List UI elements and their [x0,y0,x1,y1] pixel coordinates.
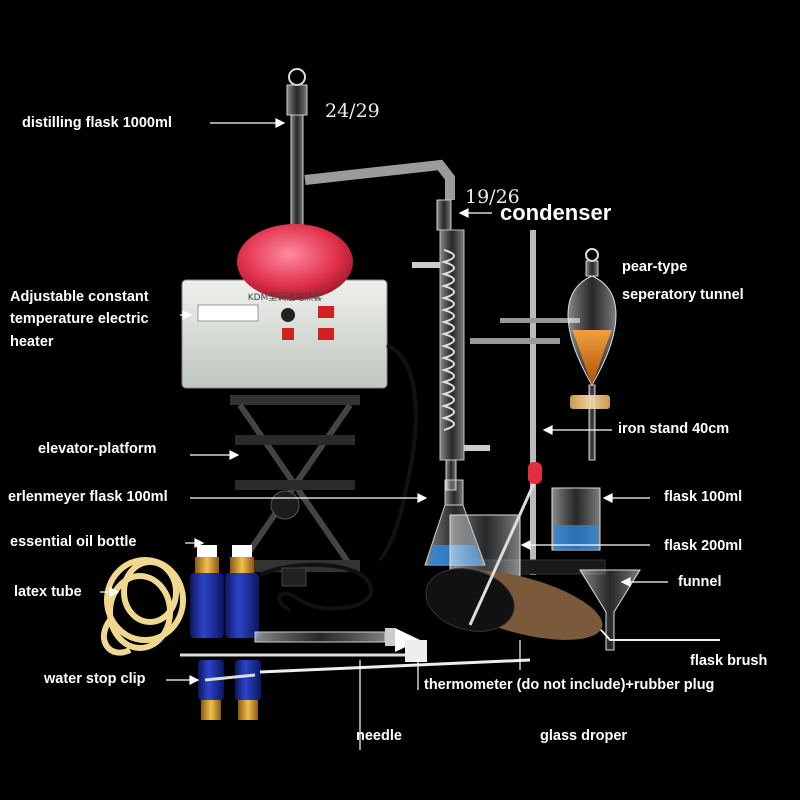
label-funnel: funnel [678,574,722,590]
label-iron-stand: iron stand 40cm [618,421,730,437]
condenser-tube [412,199,490,491]
label-distilling-flask: distilling flask 1000ml [22,115,172,131]
label-water-stop-clip: water stop clip [44,671,146,687]
distilling-flask [237,68,455,300]
label-essential-oil: essential oil bottle [10,534,137,550]
syringe-and-thermometer [180,462,542,674]
beaker-100 [551,487,601,551]
lower-bottles [198,660,261,720]
label-flask-100: flask 100ml [664,489,743,505]
pointer-lines [100,118,668,750]
label-joint-top: 24/29 [325,100,380,122]
label-heater: Adjustable constant temperature electric… [10,289,149,350]
flask-brush-shape [425,568,720,641]
label-condenser: condenser [500,200,612,225]
label-glass-dropper: glass droper [540,728,628,744]
label-thermometer: thermometer (do not include)+rubber plug [424,677,715,693]
electric-heater [181,279,418,562]
heater-panel-text: KDM型调温电热套 [248,291,323,303]
label-elevator: elevator-platform [38,441,157,457]
label-latex-tube: latex tube [14,584,82,600]
label-erlenmeyer: erlenmeyer flask 100ml [8,489,168,505]
label-joint-condenser: 19/26 [465,186,520,208]
label-flask-200: flask 200ml [664,538,743,554]
label-needle: needle [356,728,402,744]
glass-funnel [579,569,641,651]
separatory-funnel [567,248,617,461]
label-pear-funnel-line1: pear-type [622,259,688,275]
latex-tube-coil [101,557,186,656]
essential-oil-bottles [190,545,259,638]
label-flask-brush: flask brush [690,653,768,669]
label-pear-funnel-line2: seperatory tunnel [622,287,744,303]
